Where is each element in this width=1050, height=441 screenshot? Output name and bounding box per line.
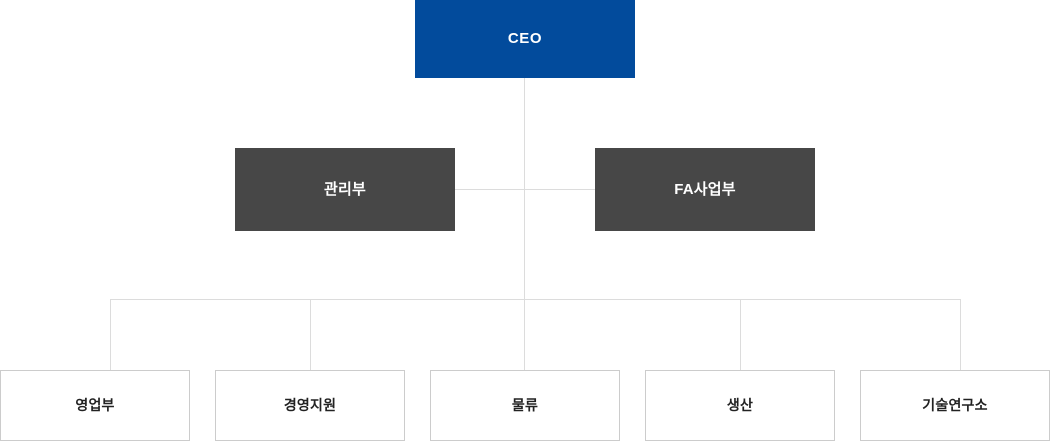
node-rnd-institute[interactable]: 기술연구소 — [860, 370, 1050, 441]
node-sales[interactable]: 영업부 — [0, 370, 190, 441]
node-fa-business-label: FA사업부 — [674, 180, 736, 198]
node-logistics[interactable]: 물류 — [430, 370, 620, 441]
node-management-support[interactable]: 경영지원 — [215, 370, 405, 441]
node-fa-business[interactable]: FA사업부 — [595, 148, 815, 231]
node-rnd-institute-label: 기술연구소 — [922, 397, 988, 414]
node-management-support-label: 경영지원 — [283, 397, 337, 414]
connector-drop-rnd-institute — [960, 299, 961, 370]
node-management[interactable]: 관리부 — [235, 148, 455, 231]
node-production[interactable]: 생산 — [645, 370, 835, 441]
connector-drop-sales — [110, 299, 111, 370]
node-production-label: 생산 — [726, 397, 754, 414]
node-management-label: 관리부 — [323, 180, 366, 198]
node-ceo-label: CEO — [507, 30, 543, 47]
connector-drop-production — [740, 299, 741, 370]
node-sales-label: 영업부 — [75, 397, 115, 414]
node-ceo[interactable]: CEO — [415, 0, 635, 78]
connector-drop-logistics — [524, 299, 525, 370]
node-logistics-label: 물류 — [511, 397, 539, 414]
connector-team-bus — [110, 299, 961, 300]
connector-drop-management-support — [310, 299, 311, 370]
connector-division-bar — [455, 189, 595, 190]
